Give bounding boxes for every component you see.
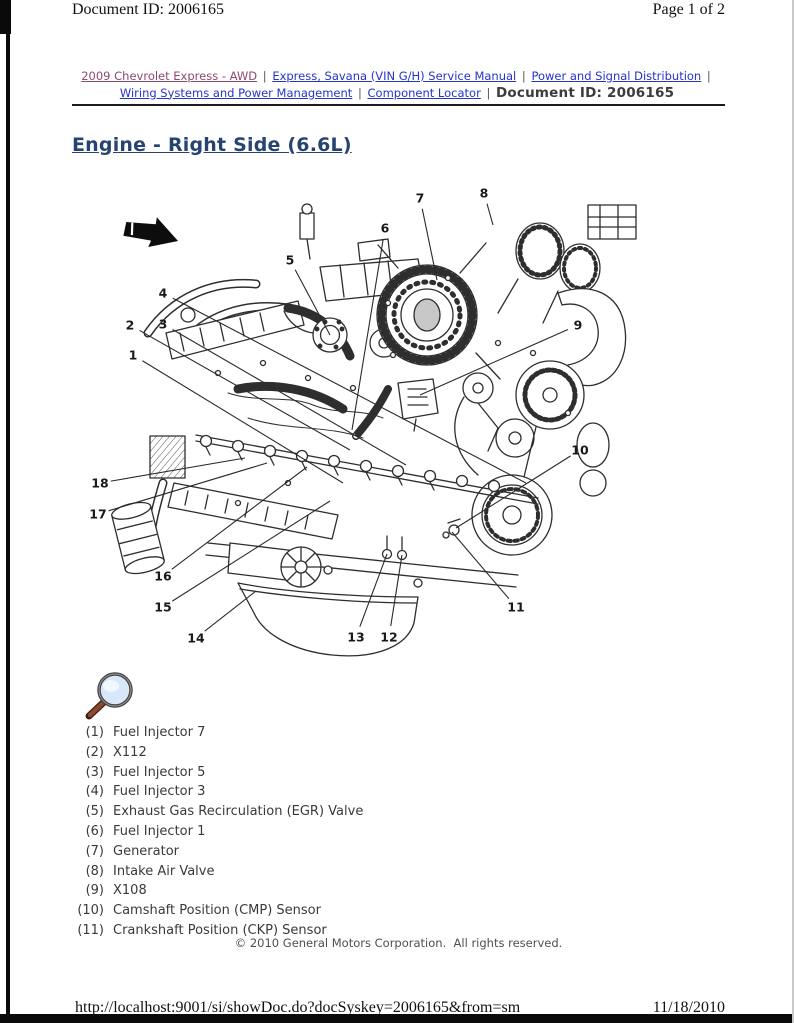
legend-item-label: Intake Air Valve — [113, 863, 215, 879]
breadcrumb-separator: | — [518, 69, 530, 83]
breadcrumb-separator: | — [354, 85, 366, 100]
breadcrumb-link-3[interactable]: Power and Signal Distribution — [531, 69, 702, 83]
breadcrumb-link-1[interactable]: 2009 Chevrolet Express - AWD — [81, 69, 258, 83]
legend-item: (8) Intake Air Valve — [74, 862, 363, 882]
legend-item-number: (3) — [85, 764, 104, 780]
engine-line-art — [111, 203, 637, 657]
callout-number-10: 10 — [571, 443, 589, 458]
scan-artifact-bottom-bar — [0, 1014, 794, 1023]
legend-item-number: (4) — [85, 784, 104, 800]
zoom-magnifier-icon[interactable] — [84, 670, 144, 722]
legend-item: (9) X108 — [74, 881, 363, 901]
callout-number-1: 1 — [129, 348, 138, 363]
callout-leader-4 — [172, 297, 527, 484]
front-direction-arrow-icon — [123, 217, 179, 248]
print-header-document-id: Document ID: 2006165 — [72, 1, 224, 18]
legend-item-number: (9) — [85, 883, 104, 899]
legend-item-label: Fuel Injector 1 — [113, 823, 206, 839]
legend-item-label: Fuel Injector 5 — [113, 764, 206, 780]
copyright-notice: © 2010 General Motors Corporation. All r… — [234, 936, 563, 950]
legend-item: (1) Fuel Injector 7 — [74, 723, 363, 743]
legend-item-label: Crankshaft Position (CKP) Sensor — [113, 922, 327, 938]
breadcrumb-link-2[interactable]: Express, Savana (VIN G/H) Service Manual — [272, 69, 517, 83]
callout-leader-8 — [486, 203, 494, 226]
callout-number-7: 7 — [416, 191, 425, 206]
scan-artifact-right-edge — [792, 0, 794, 1023]
callout-leader-11 — [451, 531, 510, 599]
callout-number-17: 17 — [89, 507, 106, 522]
legend-item-number: (2) — [85, 744, 104, 760]
callout-leader-3 — [172, 329, 407, 466]
legend-item-label: Fuel Injector 7 — [113, 725, 206, 740]
callout-number-13: 13 — [347, 630, 364, 645]
callout-leader-13 — [359, 553, 388, 627]
print-footer-url: http://localhost:9001/si/showDoc.do?docS… — [75, 999, 521, 1016]
legend-item-label: X108 — [113, 883, 147, 899]
legend-item: (6) Fuel Injector 1 — [74, 822, 363, 842]
callout-leader-5 — [294, 269, 331, 336]
header-divider — [72, 104, 725, 106]
callout-leader-17 — [108, 462, 268, 512]
print-footer-date: 11/18/2010 — [652, 999, 725, 1016]
callout-number-6: 6 — [381, 221, 390, 236]
print-header-page-number: Page 1 of 2 — [652, 1, 725, 18]
callout-leader-9 — [419, 328, 569, 396]
callout-number-14: 14 — [187, 631, 205, 646]
callout-number-4: 4 — [159, 286, 168, 301]
legend-item: (11) Crankshaft Position (CKP) Sensor — [74, 921, 363, 941]
legend-item-label: X112 — [113, 744, 147, 760]
breadcrumb-link-5[interactable]: Component Locator — [367, 85, 481, 100]
legend-item: (7) Generator — [74, 842, 363, 862]
breadcrumb-separator: | — [482, 85, 494, 100]
breadcrumb-link-4[interactable]: Wiring Systems and Power Management — [119, 85, 353, 100]
legend-item: (5) Exhaust Gas Recirculation (EGR) Valve — [74, 802, 364, 822]
scan-artifact-top-left — [0, 0, 11, 34]
breadcrumb: 2009 Chevrolet Express - AWD | Express, … — [77, 68, 717, 101]
callout-leader-12 — [390, 554, 403, 627]
page-title: Engine - Right Side (6.6L) — [72, 133, 352, 156]
callout-leader-7 — [421, 208, 438, 281]
callout-number-15: 15 — [154, 600, 171, 615]
legend-item-number: (1) — [85, 725, 104, 740]
callout-number-2: 2 — [126, 318, 135, 333]
legend-item-label: Fuel Injector 3 — [113, 784, 206, 800]
callout-number-18: 18 — [91, 476, 108, 491]
legend-item-number: (5) — [85, 804, 104, 820]
scan-artifact-left-edge — [6, 0, 10, 1023]
callout-number-3: 3 — [159, 317, 168, 332]
callout-number-11: 11 — [507, 600, 524, 615]
legend-item: (10) Camshaft Position (CMP) Sensor — [74, 901, 363, 921]
legend-item-label: Generator — [113, 843, 180, 859]
legend-item-label: Camshaft Position (CMP) Sensor — [113, 903, 321, 919]
callout-leader-15 — [171, 500, 331, 602]
callout-leader-18 — [110, 457, 246, 482]
legend-item-number: (6) — [85, 823, 104, 839]
callout-number-16: 16 — [154, 569, 172, 584]
callout-leader-10 — [455, 455, 571, 529]
legend-item-number: (8) — [85, 863, 104, 879]
breadcrumb-separator: | — [703, 69, 711, 83]
legend-item-label: Exhaust Gas Recirculation (EGR) Valve — [113, 804, 364, 820]
breadcrumb-separator: | — [259, 69, 271, 83]
callout-leader-16 — [171, 466, 308, 570]
legend-item-number: (7) — [85, 843, 104, 859]
legend-item-number: (11) — [77, 922, 104, 938]
legend-item-number: (10) — [77, 903, 104, 919]
legend-item: (3) Fuel Injector 5 — [74, 763, 363, 783]
component-legend: (1) Fuel Injector 7 (2) X112 (3) Fuel Injecto… — [74, 723, 363, 941]
legend-item: (4) Fuel Injector 3 — [74, 782, 363, 802]
callout-leader-1 — [142, 360, 344, 484]
callout-number-8: 8 — [480, 186, 489, 201]
callout-leader-6 — [351, 238, 384, 431]
legend-item: (2) X112 — [74, 743, 363, 763]
callout-leader-2 — [139, 329, 351, 451]
breadcrumb-current-document-id: Document ID: 2006165 — [496, 84, 675, 101]
callout-number-5: 5 — [286, 253, 295, 268]
callout-number-12: 12 — [380, 630, 397, 645]
callout-leader-14 — [204, 590, 257, 632]
callout-number-9: 9 — [574, 318, 583, 333]
